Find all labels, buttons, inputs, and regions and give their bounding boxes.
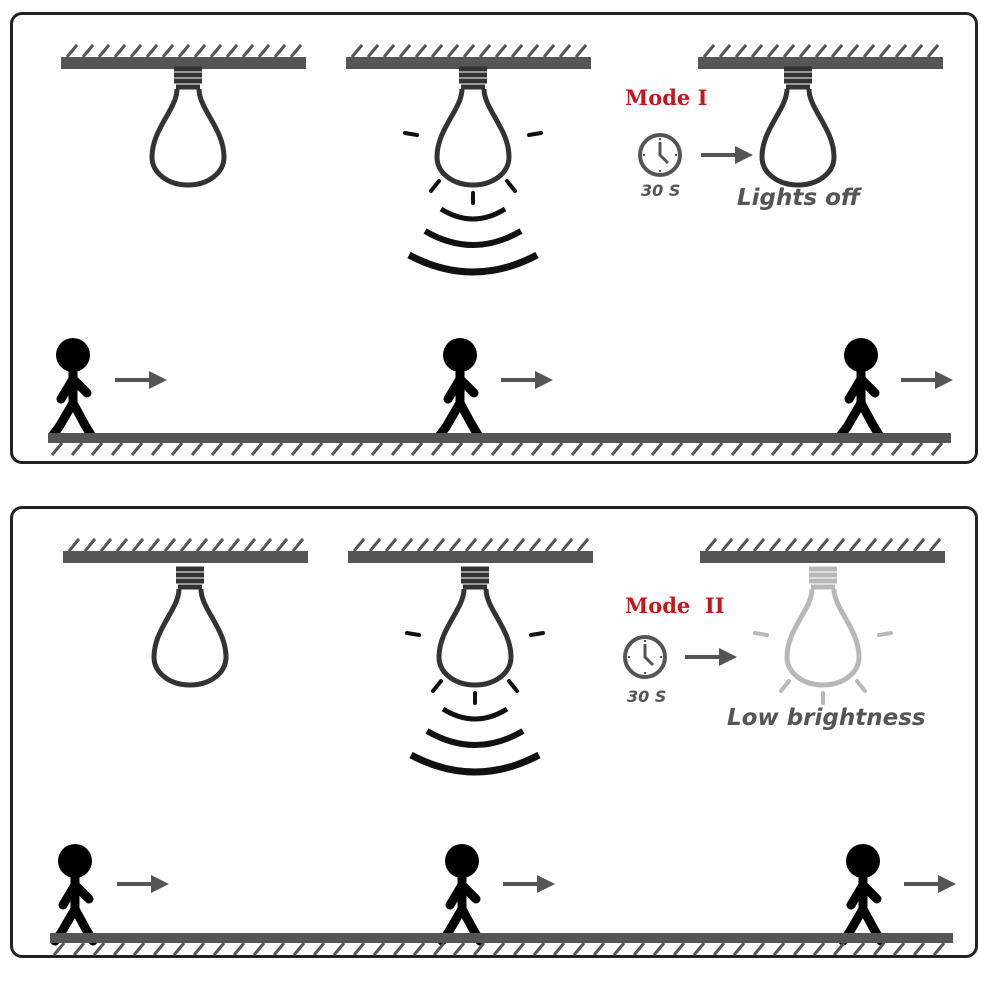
right-arrow-icon — [699, 144, 755, 166]
ceiling-2 — [344, 43, 593, 71]
walking-person-icon-3 — [843, 844, 881, 941]
right-arrow-icon — [499, 369, 555, 391]
mode-2-diagram — [48, 537, 958, 955]
result-label: Low brightness — [727, 705, 926, 731]
light-bulb-icon-dim — [753, 569, 893, 705]
clock-icon — [638, 133, 682, 177]
floor — [46, 431, 953, 457]
walking-person-icon-2 — [442, 844, 480, 941]
right-arrow-icon — [115, 873, 171, 895]
ceiling-1 — [59, 43, 308, 71]
mode-2-panel: Mode II 30 S Low brightness — [10, 506, 978, 958]
floor — [48, 931, 955, 955]
mode-1-panel: Mode I 30 S Lights off — [10, 12, 978, 464]
mode-title: Mode I — [625, 85, 708, 110]
right-arrow-icon — [683, 646, 739, 668]
timer-label: 30 S — [627, 687, 667, 706]
light-bulb-icon-off — [152, 69, 224, 185]
ceiling-2 — [346, 537, 595, 565]
result-label: Lights off — [737, 185, 861, 211]
right-arrow-icon — [899, 369, 955, 391]
walking-person-icon-1 — [53, 338, 91, 435]
ceiling-1 — [61, 537, 310, 565]
right-arrow-icon — [113, 369, 169, 391]
right-arrow-icon — [902, 873, 958, 895]
light-bulb-icon-on — [405, 569, 545, 772]
light-bulb-icon-result — [762, 69, 834, 185]
clock-icon — [623, 635, 667, 679]
right-arrow-icon — [501, 873, 557, 895]
ceiling-3 — [698, 537, 947, 565]
walking-person-icon-2 — [440, 338, 478, 435]
walking-person-icon-1 — [55, 844, 93, 941]
mode-title: Mode II — [625, 593, 725, 618]
walking-person-icon-3 — [841, 338, 879, 435]
timer-label: 30 S — [641, 181, 681, 200]
light-bulb-icon-on — [403, 69, 543, 272]
light-bulb-icon-off — [154, 569, 226, 685]
ceiling-3 — [696, 43, 945, 71]
mode-1-diagram — [46, 43, 955, 457]
